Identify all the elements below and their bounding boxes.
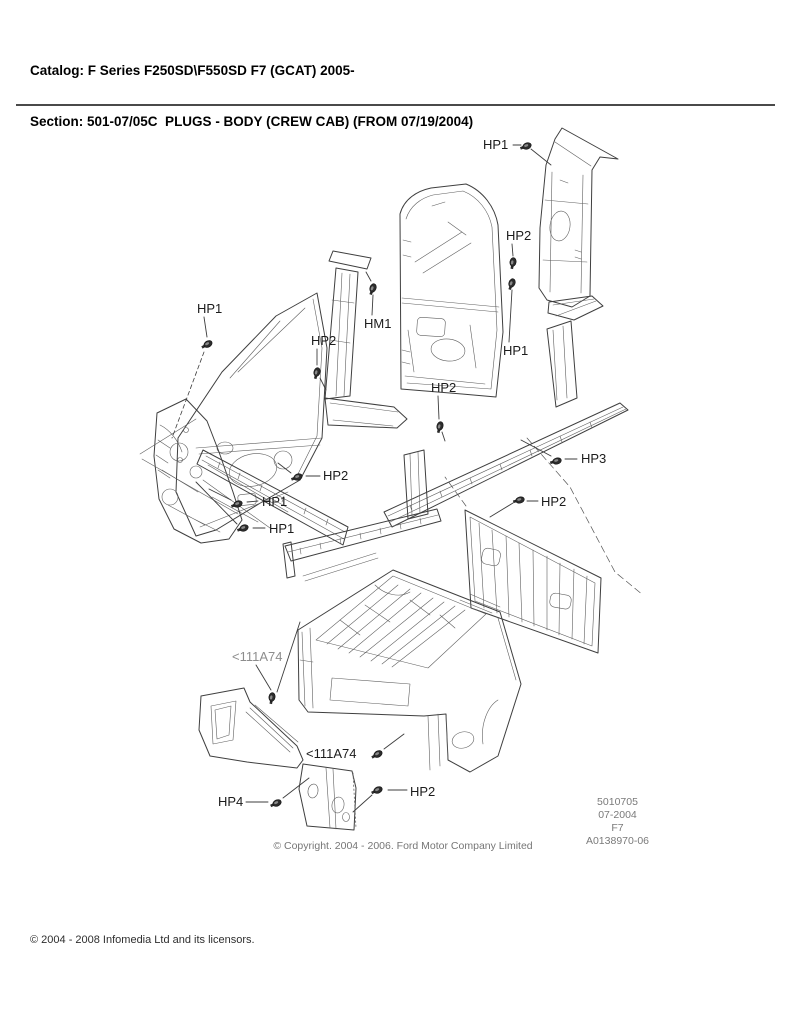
b-pillar-art [324, 250, 408, 429]
stamp-image-id: A0138970-06 [585, 835, 650, 847]
callout-hp2: HP2 [489, 494, 566, 518]
plug-icon [290, 473, 303, 481]
callout-hp3: HP3 [520, 439, 606, 466]
page-footer: © 2004 - 2008 Infomedia Ltd and its lice… [30, 934, 255, 946]
plug-icon [268, 692, 276, 705]
callout-label: HP1 [269, 521, 294, 536]
callout-label: HP2 [410, 784, 435, 799]
plug-icon [270, 799, 282, 808]
callout-111a74: <111A74 [306, 733, 405, 761]
callout-label: HP1 [262, 494, 287, 509]
plug-icon [512, 496, 525, 504]
plug-icon [519, 142, 532, 150]
callout-hp4: HP4 [218, 777, 310, 809]
callout-hm1: HM1 [364, 271, 391, 331]
catalog-header: Catalog: F Series F250SD\F550SD F7 (GCAT… [30, 28, 473, 164]
bed-front-panel-art [444, 437, 644, 654]
callout-hp1: HP1 [208, 488, 287, 509]
catalog-title: Catalog: F Series F250SD\F550SD F7 (GCAT… [30, 63, 355, 78]
rear-door-art [399, 183, 504, 398]
header-divider [16, 104, 775, 106]
cab-floor-art [297, 569, 522, 773]
callout-hp1: HP1 [171, 301, 222, 439]
section-title: Section: 501-07/05C PLUGS - BODY (CREW C… [30, 114, 474, 129]
callout-label: HP2 [431, 380, 456, 395]
plug-icon [371, 750, 383, 759]
left-rocker-art [196, 449, 349, 546]
plug-icon [509, 257, 517, 270]
plug-icon [236, 524, 249, 532]
callout-hp1: HP1 [483, 137, 552, 166]
apron-bracket-art [198, 687, 357, 831]
callout-label: HP1 [197, 301, 222, 316]
front-door-art [175, 292, 328, 537]
callout-hp1: HP1 [195, 481, 294, 536]
callout-hp2: HP2 [311, 333, 336, 391]
callout-hp2: HP2 [277, 462, 348, 483]
callout-label: HP3 [581, 451, 606, 466]
plug-icon [201, 340, 213, 349]
plug-icon [230, 500, 243, 508]
inner-sill-art [282, 508, 442, 582]
callout-hp2: HP2 [506, 228, 531, 270]
callout-hp2: HP2 [352, 784, 435, 813]
plug-icon [549, 457, 562, 465]
callout-hp2: HP2 [431, 380, 456, 442]
callout-label: HP2 [311, 333, 336, 348]
callout-label: HP2 [506, 228, 531, 243]
diagram-copyright: © Copyright. 2004 - 2006. Ford Motor Com… [273, 840, 533, 852]
callout-label: <111A74 [306, 746, 356, 761]
callout-layer: HP1HP2HP1HP1HP2HM1HP2HP3HP2HP2HP1HP1<111… [171, 137, 606, 813]
callout-label: HP2 [323, 468, 348, 483]
drawing-stamp: 5010705 07-2004 F7 A0138970-06 [575, 796, 660, 848]
callout-label: HP1 [503, 343, 528, 358]
plug-icon [371, 786, 383, 795]
callout-label: HP2 [541, 494, 566, 509]
plug-icon [508, 278, 516, 291]
callout-label: HM1 [364, 316, 391, 331]
front-cowl-art [139, 398, 243, 544]
right-rocker-art [383, 320, 629, 528]
stamp-date: 07-2004 [598, 809, 637, 821]
callout-label: <111A74 [232, 649, 282, 664]
c-pillar-assembly-art [538, 127, 619, 321]
callout-label: HP4 [218, 794, 243, 809]
plug-icon [313, 367, 321, 380]
plug-icon [369, 283, 377, 296]
callout-111a74: <111A74 [232, 621, 301, 705]
plug-icon [436, 421, 444, 434]
callout-label: HP1 [483, 137, 508, 152]
stamp-number: 5010705 [597, 796, 638, 808]
callout-hp1: HP1 [503, 278, 528, 358]
stamp-code: F7 [611, 822, 624, 834]
